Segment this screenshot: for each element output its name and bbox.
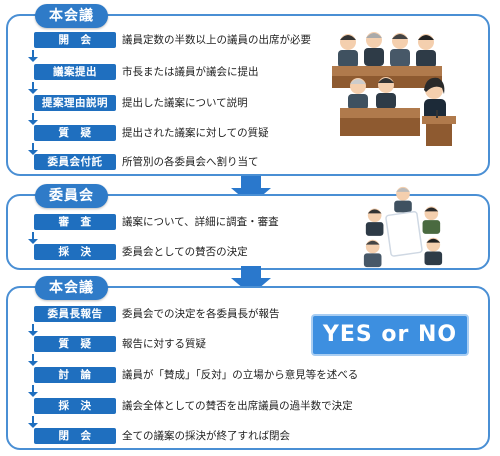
flow-arrow-icon [231, 266, 271, 295]
assembly-person [390, 33, 410, 67]
step-opening-label: 開 会 [34, 32, 116, 48]
down-arrow-icon [28, 324, 38, 336]
step-proposal-reason-desc: 提出した議案について説明 [122, 97, 248, 109]
step-committee-referral-desc: 所管別の各委員会へ割り当て [122, 156, 259, 168]
down-arrow-icon [28, 143, 38, 155]
assembly-members-illustration [332, 32, 456, 146]
step-review-label: 審 査 [34, 214, 116, 230]
step-plenary-vote-desc: 議会全体としての賛否を出席議員の過半数で決定 [122, 400, 353, 412]
step-questioning-desc: 提出された議案に対しての質疑 [122, 127, 269, 139]
step-committee-vote-label: 採 決 [34, 244, 116, 260]
step-committee-referral-label: 委員会付託 [34, 154, 116, 170]
section-title-plenary-1: 本会議 [35, 4, 108, 28]
step-plenary-vote-label: 採 決 [34, 398, 116, 414]
assembly-person [348, 78, 368, 110]
step-report-questioning-desc: 報告に対する質疑 [122, 338, 206, 350]
step-chair-report-label: 委員長報告 [34, 306, 116, 322]
step-review-desc: 議案について、詳細に調査・審査 [122, 216, 279, 228]
down-arrow-icon [28, 50, 38, 62]
step-report-questioning-label: 質 疑 [34, 336, 116, 352]
down-arrow-icon [28, 113, 38, 125]
assembly-person [338, 34, 358, 68]
step-proposal-reason-label: 提案理由説明 [34, 95, 116, 111]
assembly-person [416, 34, 436, 68]
speaker-person [424, 77, 446, 121]
yes-or-no-banner: YES or NO [311, 314, 469, 356]
committee-person [394, 186, 412, 213]
down-arrow-icon [28, 354, 38, 366]
step-closing-desc: 全ての議案の採決が終了すれば閉会 [122, 430, 290, 442]
flow-arrow-icon [231, 176, 271, 205]
step-debate-desc: 議員が「賛成」「反対」の立場から意見等を述べる [122, 369, 359, 381]
step-chair-report-desc: 委員会での決定を各委員長が報告 [122, 308, 280, 320]
step-closing-label: 閉 会 [34, 428, 116, 444]
down-arrow-icon [28, 385, 38, 397]
section-title-committee: 委員会 [35, 184, 108, 208]
section-title-plenary-2: 本会議 [35, 276, 108, 300]
committee-person [424, 237, 443, 266]
step-questioning-label: 質 疑 [34, 125, 116, 141]
step-opening-desc: 議員定数の半数以上の議員の出席が必要 [122, 34, 311, 46]
committee-meeting-illustration [363, 186, 443, 268]
assembly-person [364, 32, 384, 66]
down-arrow-icon [28, 232, 38, 244]
committee-person [365, 208, 384, 236]
step-committee-vote-desc: 委員会としての賛否の決定 [122, 246, 248, 258]
committee-person [363, 239, 382, 268]
assembly-person [376, 77, 396, 109]
step-bill-submission-desc: 市長または議員が議会に提出 [122, 66, 259, 78]
down-arrow-icon [28, 82, 38, 94]
down-arrow-icon [28, 416, 38, 428]
step-debate-label: 討 論 [34, 367, 116, 383]
committee-person [422, 206, 441, 234]
step-bill-submission-label: 議案提出 [34, 64, 116, 80]
